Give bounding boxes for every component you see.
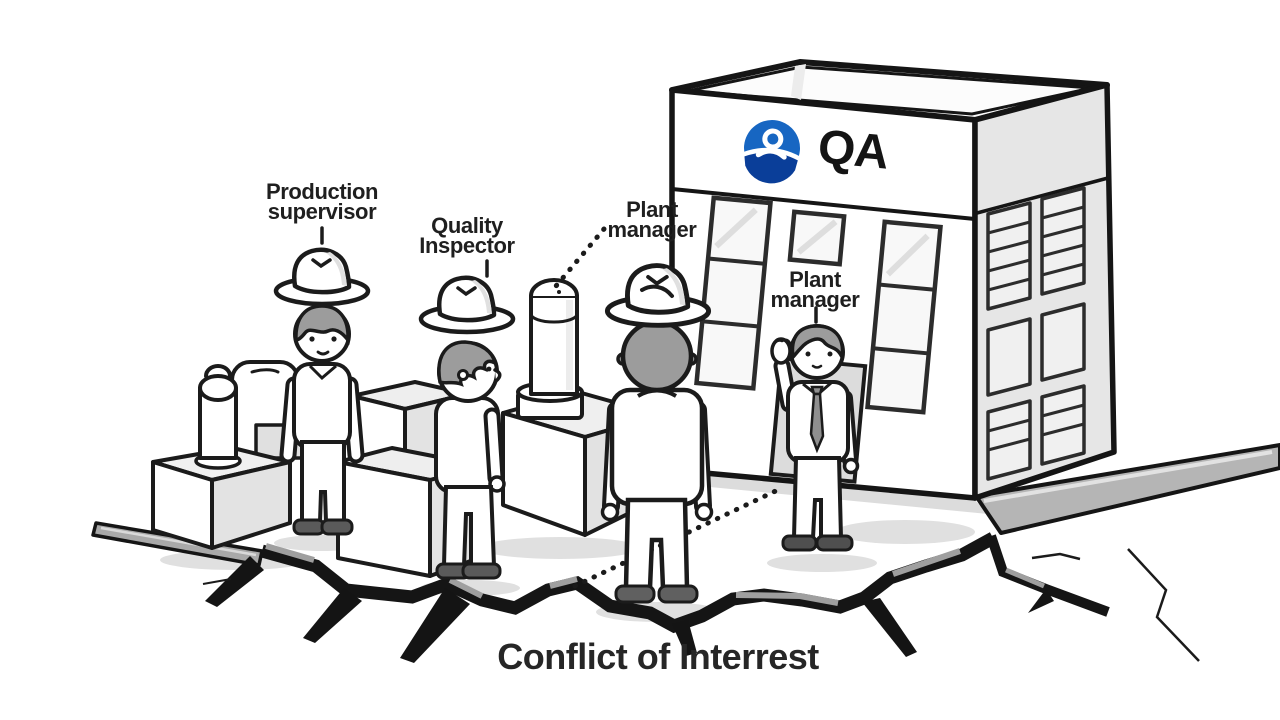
qa-logo-text: QA xyxy=(815,120,891,180)
front-window-right xyxy=(865,219,943,415)
side-windows xyxy=(986,186,1086,481)
front-window-small xyxy=(787,209,847,267)
label-quality-inspector: Quality Inspector xyxy=(419,213,515,259)
front-window-left xyxy=(694,195,773,391)
figure-plant-manager xyxy=(770,324,860,552)
qa-building xyxy=(669,59,1117,501)
tie xyxy=(809,392,825,454)
hair xyxy=(294,304,350,345)
caption-conflict-of-interest: Conflict of Interrest xyxy=(497,636,819,677)
figure-quality-inspector xyxy=(421,278,513,580)
label-plant-manager-outside: Plant manager xyxy=(607,197,697,243)
label-plant-manager-at-building: Plant manager xyxy=(770,267,860,313)
fedora-hat-icon xyxy=(421,278,513,332)
figure-back-view-worker xyxy=(600,266,714,604)
hair xyxy=(790,324,845,363)
qa-logo-icon xyxy=(741,120,802,184)
hair xyxy=(437,340,498,387)
fedora-hat-icon xyxy=(276,250,368,304)
label-production-supervisor: Production supervisor xyxy=(265,179,379,225)
factory-machines xyxy=(151,278,662,578)
dotted-line-to-machine xyxy=(553,226,607,289)
ground-crack xyxy=(202,532,1200,663)
walkway xyxy=(974,443,1280,535)
figure-production-supervisor xyxy=(276,250,368,536)
